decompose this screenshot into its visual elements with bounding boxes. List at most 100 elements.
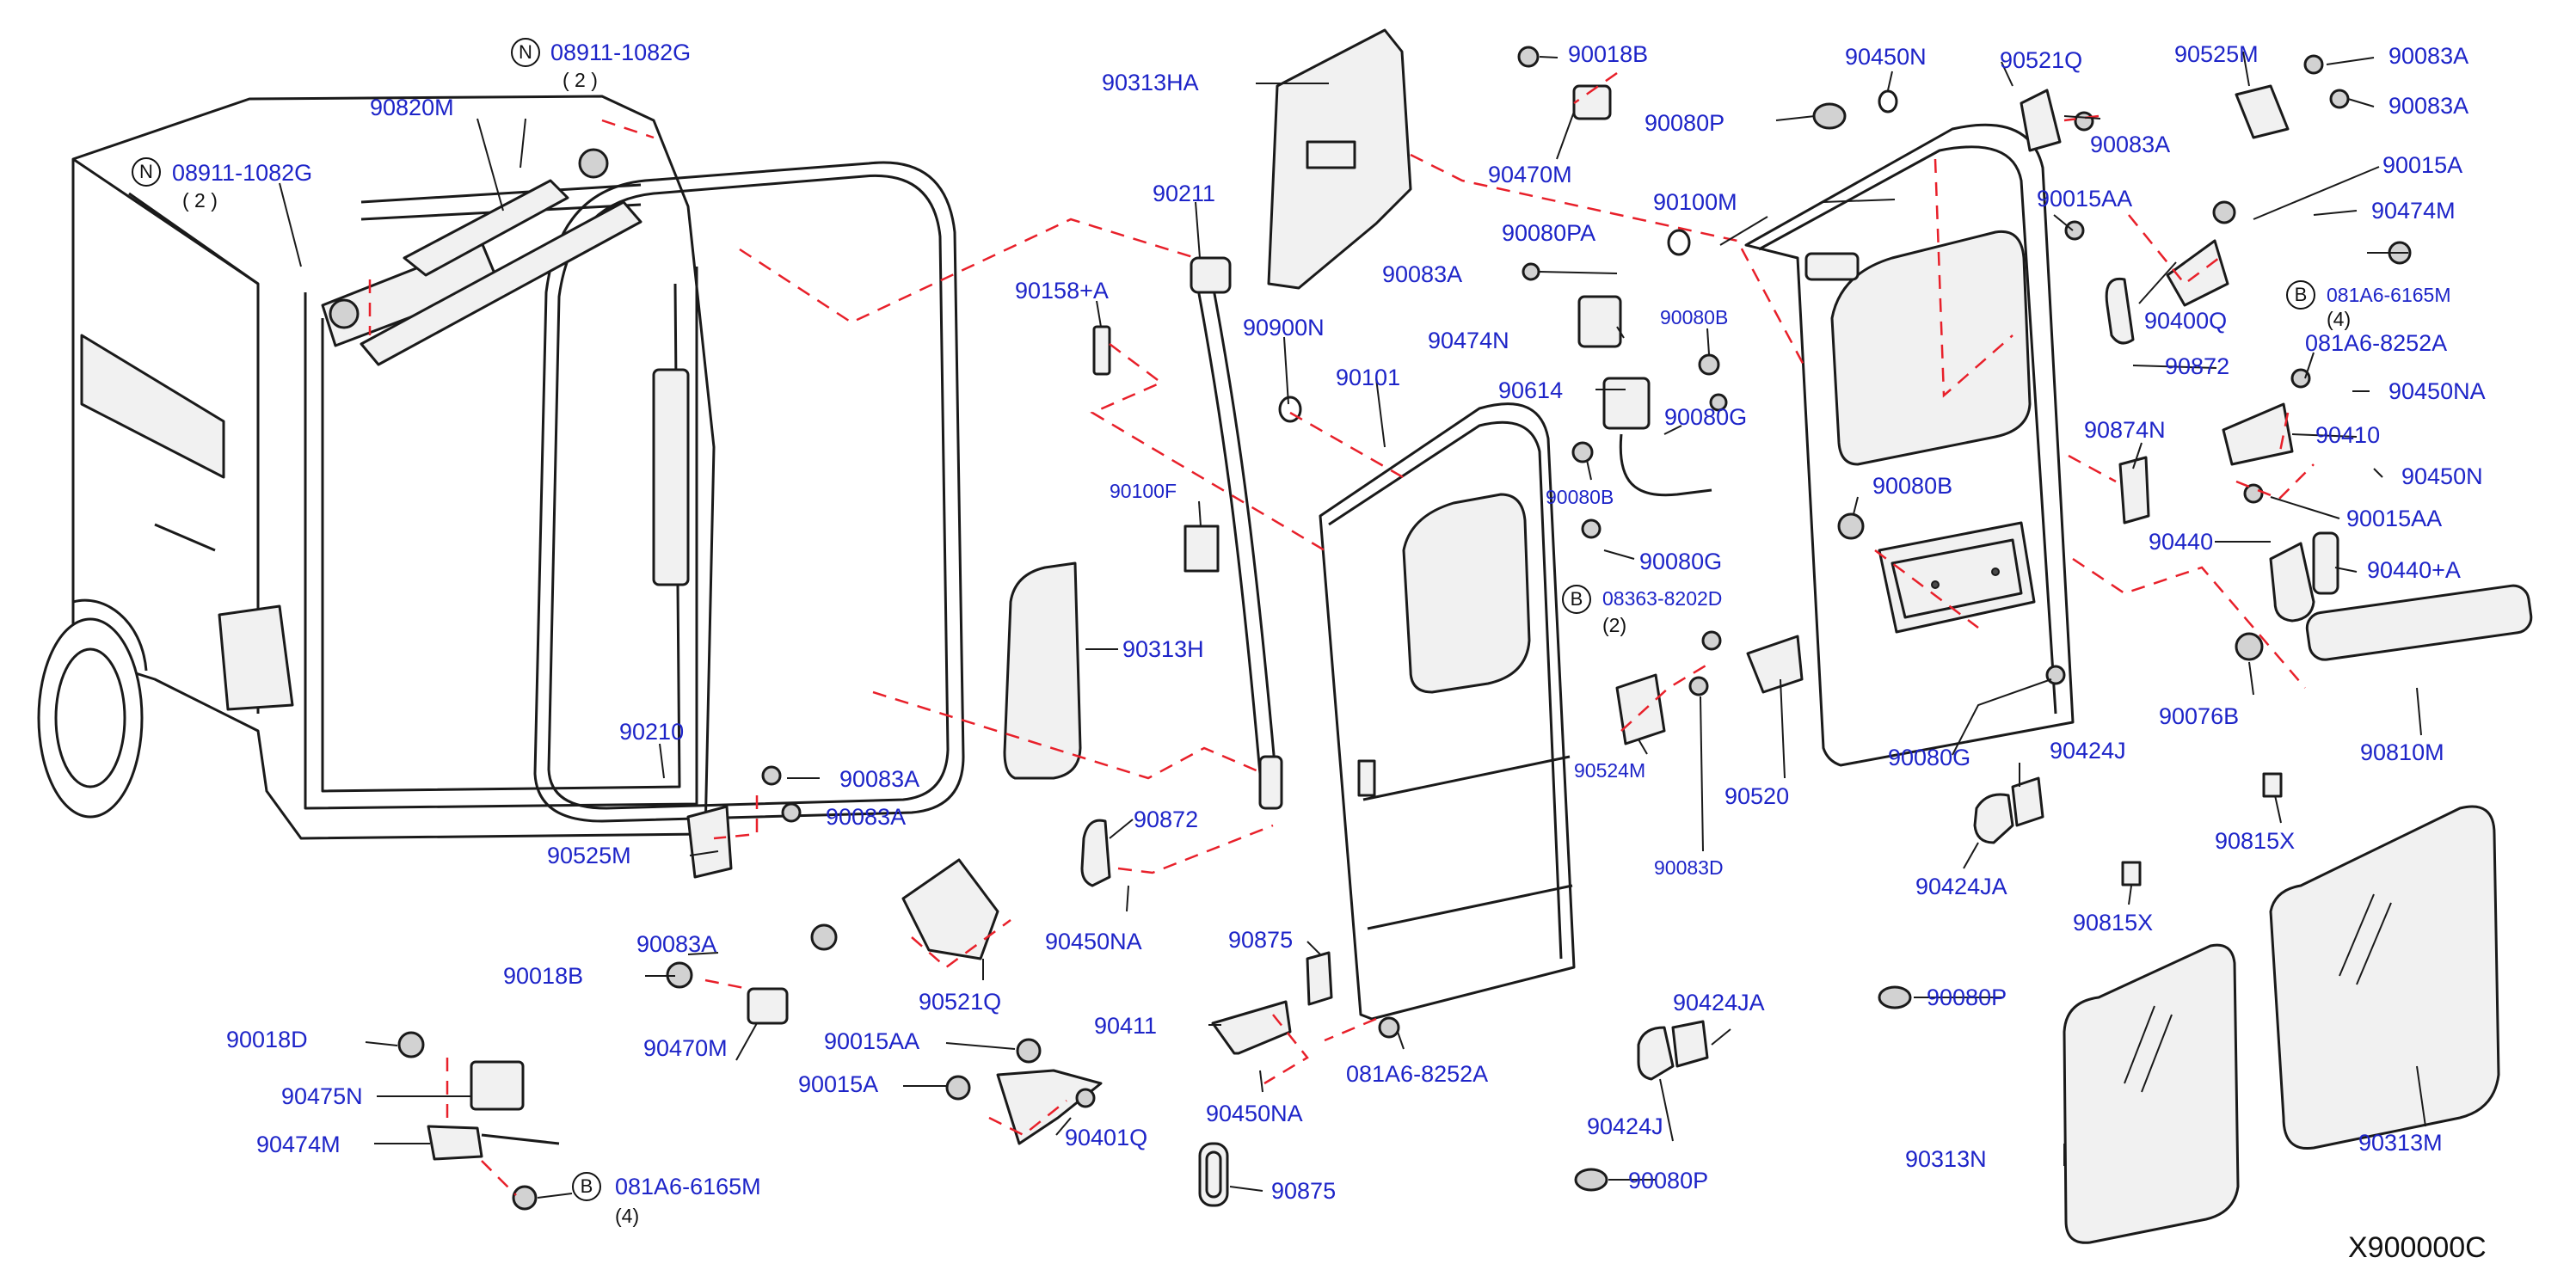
label-90424J-1: 90424J <box>1587 1113 1663 1139</box>
glass-90313N <box>2063 943 2240 1244</box>
label-081A6-8252A-left: 081A6-8252A <box>1346 1061 1489 1087</box>
label-90080B-1: 90080B <box>1660 306 1729 328</box>
label-90424JA-2: 90424JA <box>1915 874 2007 899</box>
label-90424JA-1: 90424JA <box>1673 990 1765 1015</box>
label-90410: 90410 <box>2315 422 2381 448</box>
label-90080G-right: 90080G <box>1888 745 1971 770</box>
label-90524M: 90524M <box>1574 759 1646 782</box>
label-90400Q: 90400Q <box>2144 308 2228 334</box>
assembly-lines <box>368 71 2315 1196</box>
clip-90815X-1 <box>2262 772 2283 798</box>
label-90080P-top: 90080P <box>1645 110 1725 136</box>
label-90100F: 90100F <box>1110 480 1177 502</box>
label-90076B: 90076B <box>2159 703 2240 729</box>
label-90872-right: 90872 <box>2165 353 2230 379</box>
qty-4-a: (4) <box>615 1205 640 1227</box>
label-90815X-1: 90815X <box>2215 828 2296 854</box>
label-90520: 90520 <box>1725 783 1790 809</box>
label-08911-1082G-2: 08911-1082G <box>172 160 313 186</box>
label-081A6-8252A-right: 081A6-8252A <box>2305 330 2448 356</box>
diagram-code: X900000C <box>2348 1231 2487 1264</box>
label-90450N-right: 90450N <box>2401 463 2483 489</box>
weatherstrip-90210 <box>533 161 965 823</box>
label-90450NA-right: 90450NA <box>2388 378 2486 404</box>
label-90018D: 90018D <box>226 1027 308 1052</box>
van-body-outline <box>37 95 716 840</box>
label-08363-8202D: 08363-8202D <box>1602 587 1723 610</box>
label-90815X-2: 90815X <box>2073 910 2154 936</box>
label-081A6-6165M-left: 081A6-6165M <box>615 1174 761 1199</box>
label-90440: 90440 <box>2149 529 2214 555</box>
label-90521Q-right: 90521Q <box>2000 47 2083 73</box>
label-90313H: 90313H <box>1122 636 1204 662</box>
qty-2-a: ( 2 ) <box>563 69 598 91</box>
panel-90313H <box>1003 561 1082 780</box>
label-90080B-2: 90080B <box>1546 486 1614 508</box>
label-90474N: 90474N <box>1428 328 1509 353</box>
pad-90100F <box>1183 525 1220 573</box>
grommet-90080P-r <box>1878 985 1912 1009</box>
label-90101: 90101 <box>1336 365 1401 390</box>
clip-90815X-2 <box>2121 861 2142 886</box>
label-90470M-top: 90470M <box>1488 162 1572 187</box>
label-90083A-r2: 90083A <box>2388 43 2469 69</box>
label-90614: 90614 <box>1498 377 1564 403</box>
qty-2-c: (2) <box>1602 614 1627 636</box>
label-90015AA-right-2: 90015AA <box>2346 506 2443 531</box>
badge-n-1: N <box>511 38 540 67</box>
qty-2-b: ( 2 ) <box>182 189 218 212</box>
label-90080G-1: 90080G <box>1664 404 1748 430</box>
label-90211: 90211 <box>1153 181 1216 206</box>
label-08911-1082G-1: 08911-1082G <box>550 40 692 65</box>
label-90874N: 90874N <box>2084 417 2166 443</box>
glass-90313M <box>2269 805 2500 1150</box>
garnish-90810M <box>2305 584 2533 661</box>
label-90525M-left: 90525M <box>547 843 631 868</box>
clip-90158A <box>1092 325 1111 376</box>
label-90810M: 90810M <box>2360 739 2444 765</box>
back-door-90100M <box>1744 123 2075 767</box>
label-90875-2: 90875 <box>1271 1178 1337 1204</box>
label-90015A-right: 90015A <box>2382 152 2463 178</box>
label-90018B-left: 90018B <box>503 963 584 989</box>
label-90401Q: 90401Q <box>1065 1125 1148 1150</box>
label-90450NA-left: 90450NA <box>1045 929 1142 954</box>
label-90450NA-2: 90450NA <box>1206 1101 1303 1126</box>
back-door-90101 <box>1319 402 1576 1021</box>
trim-board-90313HA <box>1267 28 1412 290</box>
label-90475N: 90475N <box>281 1083 363 1109</box>
label-90158A: 90158+A <box>1015 278 1109 304</box>
label-90100M: 90100M <box>1653 189 1737 215</box>
label-90900N: 90900N <box>1243 315 1325 340</box>
label-90470M-left: 90470M <box>643 1035 728 1061</box>
label-90015A-left: 90015A <box>798 1071 879 1097</box>
label-90015AA-left: 90015AA <box>824 1028 920 1054</box>
label-90210: 90210 <box>619 719 685 745</box>
label-90875-1: 90875 <box>1228 927 1294 953</box>
label-90424J-2: 90424J <box>2050 738 2126 764</box>
label-90083A-3: 90083A <box>636 931 717 957</box>
label-90083A-r1: 90083A <box>2090 132 2171 157</box>
label-90083A-1: 90083A <box>839 766 920 792</box>
label-90080PA: 90080PA <box>1502 220 1596 246</box>
handle-90440 <box>2269 542 2315 623</box>
label-90474M-right: 90474M <box>2371 198 2456 224</box>
label-90440A: 90440+A <box>2367 557 2461 583</box>
badge-b-1: B <box>572 1172 601 1201</box>
label-90080P-right: 90080P <box>1927 985 2007 1010</box>
label-90083D: 90083D <box>1654 856 1724 879</box>
label-90411: 90411 <box>1094 1013 1158 1039</box>
label-90521Q-left: 90521Q <box>919 989 1002 1015</box>
badge-b-2: B <box>1562 585 1591 614</box>
label-90083A-top: 90083A <box>1382 261 1463 287</box>
grommet-90080P-b <box>1574 1168 1608 1192</box>
label-90474M-left: 90474M <box>256 1132 341 1157</box>
label-90083A-2: 90083A <box>826 804 907 830</box>
label-90313N: 90313N <box>1905 1146 1987 1172</box>
label-90525M-right: 90525M <box>2174 41 2259 67</box>
badge-b-3: B <box>2286 280 2315 310</box>
leader-lines <box>279 51 2426 1199</box>
